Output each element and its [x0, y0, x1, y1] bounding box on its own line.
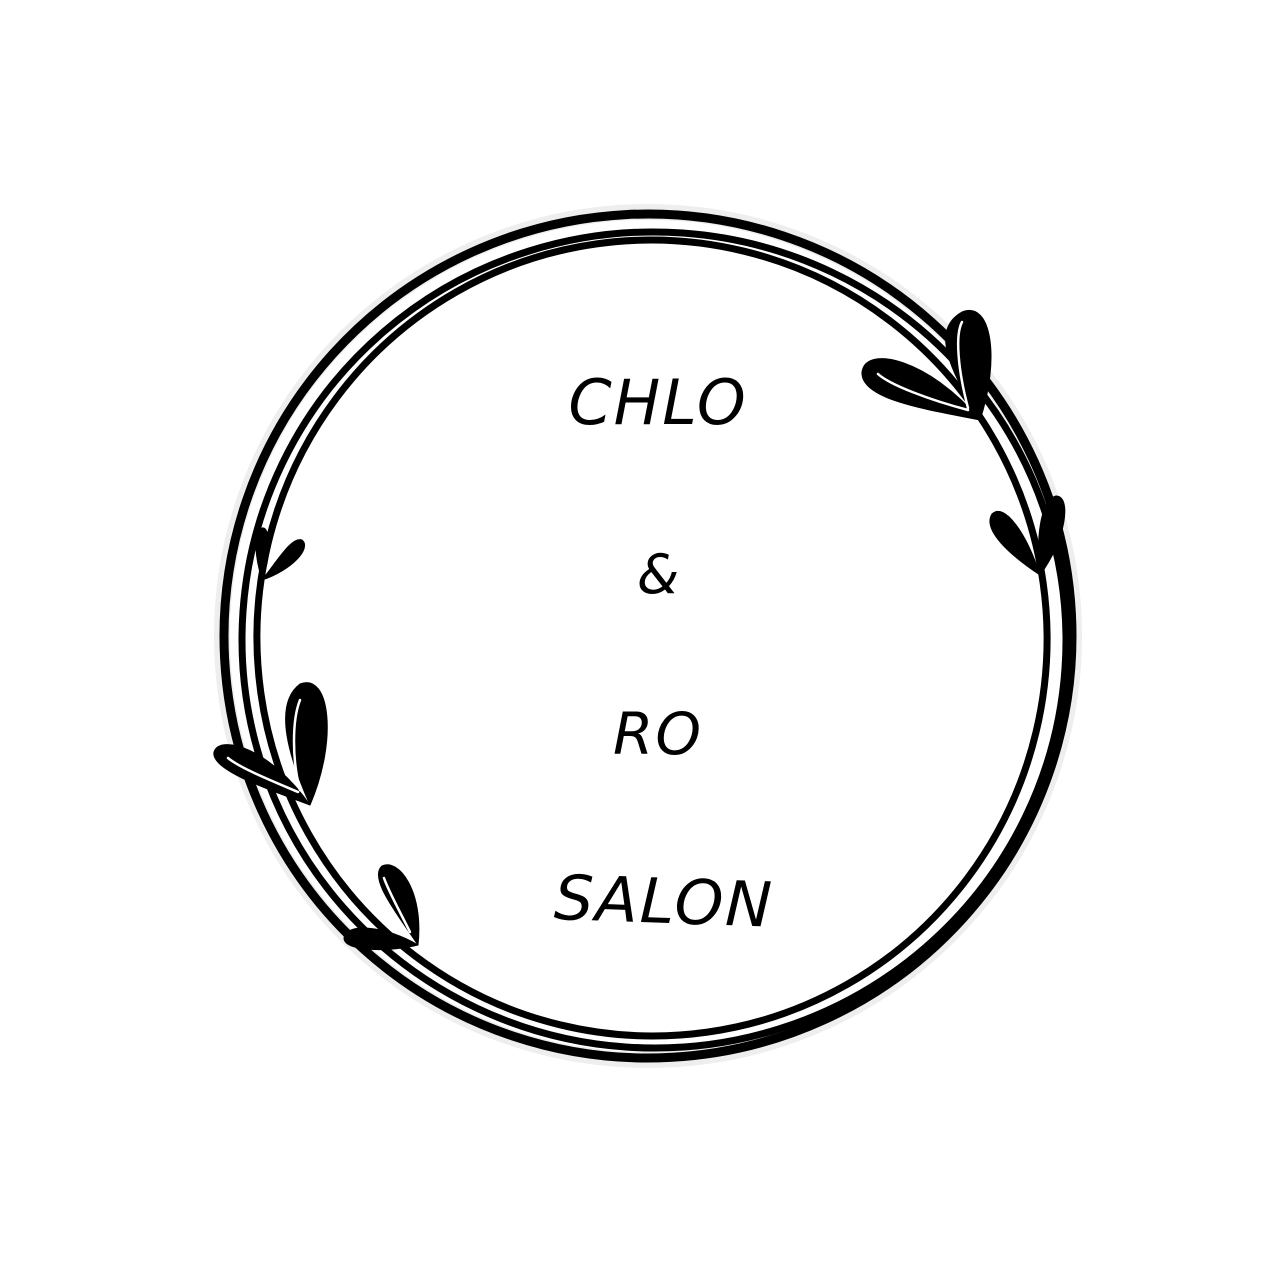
logo-line-ro: RO: [613, 700, 703, 768]
logo-line-chlo: CHLO: [568, 366, 748, 439]
leaf-icon: [989, 495, 1066, 576]
inner-ring: [253, 236, 1051, 1040]
logo-line-ampersand: &: [636, 543, 680, 606]
outer-ring: [219, 209, 1077, 1063]
middle-ring: [238, 228, 1070, 1052]
leaf-icon: [343, 864, 420, 951]
leaf-icon: [255, 527, 305, 581]
